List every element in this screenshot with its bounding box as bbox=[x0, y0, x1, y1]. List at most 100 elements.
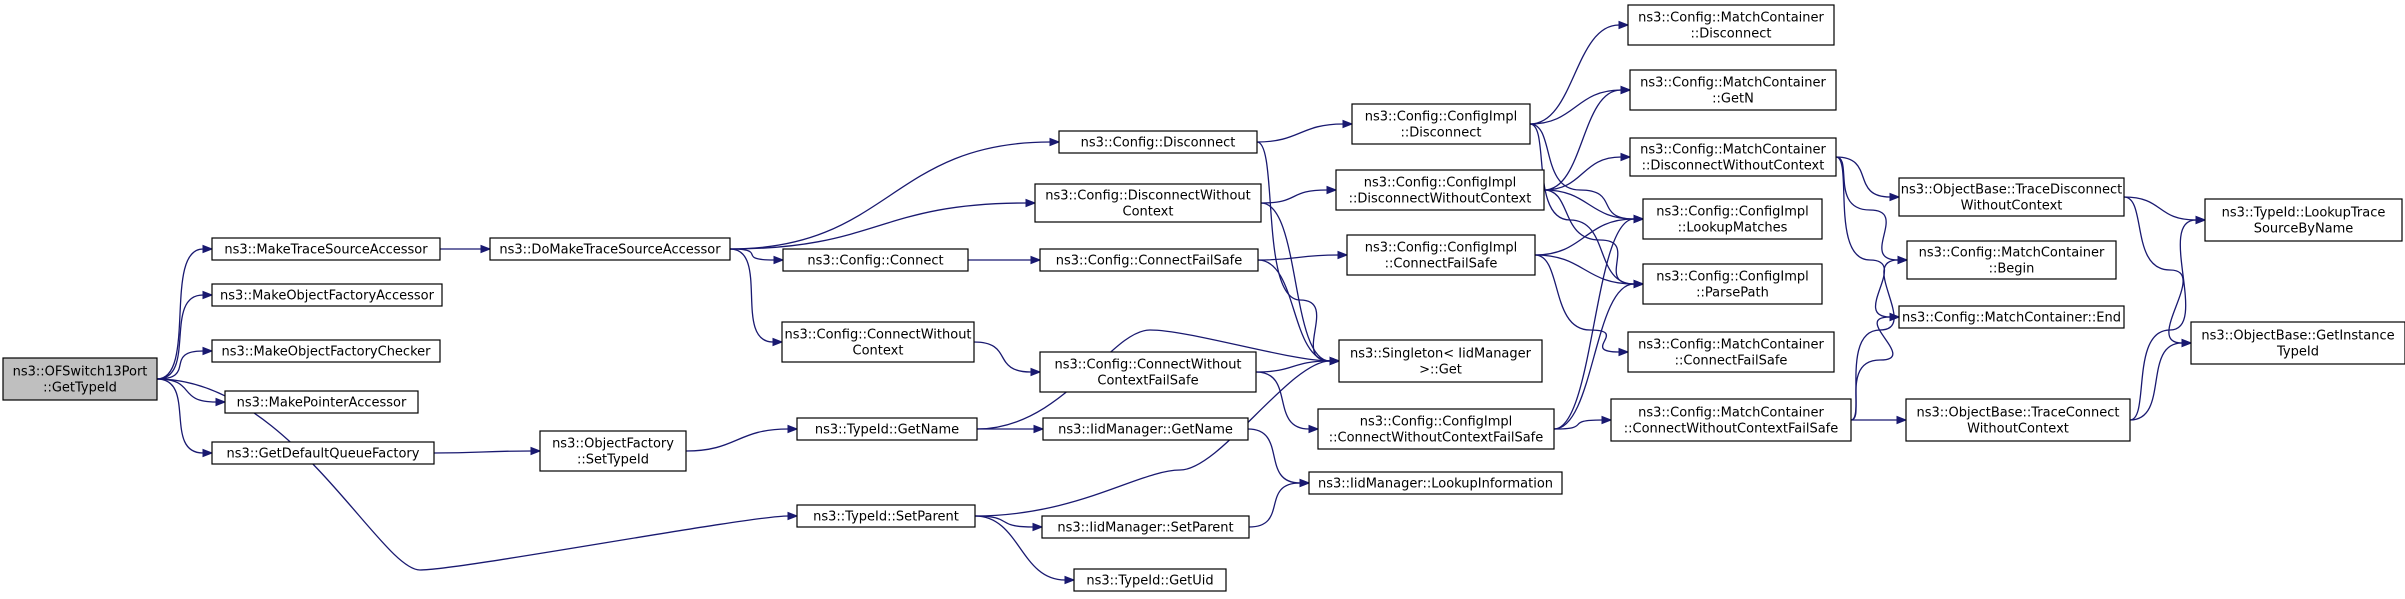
edge-arrowhead bbox=[1889, 312, 1901, 322]
node-cdwc[interactable]: ns3::Config::DisconnectWithoutContext bbox=[1034, 183, 1262, 223]
node-label: ::GetTypeId bbox=[43, 381, 117, 396]
node-box bbox=[781, 321, 975, 363]
node-dmtsa[interactable]: ns3::DoMakeTraceSourceAccessor bbox=[489, 237, 731, 261]
edge-line bbox=[1543, 189, 1635, 220]
edge-line bbox=[1835, 156, 1891, 318]
node-root[interactable]: ns3::OFSwitch13Port::GetTypeId bbox=[2, 357, 158, 401]
node-ofst[interactable]: ns3::ObjectFactory::SetTypeId bbox=[539, 430, 687, 472]
node-label: WithoutContext bbox=[1967, 422, 2069, 437]
node-mofc[interactable]: ns3::MakeObjectFactoryChecker bbox=[211, 339, 441, 363]
node-label: ns3::TypeId::SetParent bbox=[813, 510, 959, 525]
edge-arrowhead bbox=[2195, 215, 2207, 225]
node-ccwcfs[interactable]: ns3::Config::ConnectWithoutContextFailSa… bbox=[1039, 351, 1257, 393]
node-box bbox=[1039, 248, 1259, 272]
edge-ccwcfs-to-cicwcfs bbox=[1255, 371, 1320, 434]
node-sget[interactable]: ns3::Singleton< IidManager >::Get bbox=[1338, 339, 1543, 383]
node-box bbox=[1642, 263, 1823, 305]
edge-line bbox=[1835, 156, 1891, 198]
node-tgu[interactable]: ns3::TypeId::GetUid bbox=[1073, 568, 1227, 592]
node-tgn[interactable]: ns3::TypeId::GetName bbox=[796, 417, 978, 441]
node-obtcwc[interactable]: ns3::ObjectBase::TraceConnectWithoutCont… bbox=[1905, 398, 2131, 442]
edge-arrowhead bbox=[773, 255, 785, 265]
edge-arrowhead bbox=[530, 446, 542, 456]
edge-cid-to-cilm bbox=[1529, 123, 1645, 224]
node-cid[interactable]: ns3::Config::ConfigImpl::Disconnect bbox=[1351, 103, 1531, 145]
node-mpa[interactable]: ns3::MakePointerAccessor bbox=[224, 390, 419, 414]
edge-gdqf-to-ofst bbox=[433, 446, 542, 456]
node-mcbeg[interactable]: ns3::Config::MatchContainer::Begin bbox=[1906, 240, 2117, 280]
edge-root-to-mofc bbox=[156, 346, 214, 380]
edge-mcdwc-to-obtdwc bbox=[1835, 156, 1901, 202]
node-box bbox=[211, 441, 435, 465]
node-ccon[interactable]: ns3::Config::Connect bbox=[782, 248, 969, 272]
node-label: ::ConnectFailSafe bbox=[1675, 354, 1788, 369]
node-mcend[interactable]: ns3::Config::MatchContainer::End bbox=[1898, 305, 2125, 329]
node-obtdwc[interactable]: ns3::ObjectBase::TraceDisconnectWithoutC… bbox=[1898, 177, 2125, 217]
node-label: ns3::Config::ConfigImpl bbox=[1365, 241, 1518, 256]
edge-line bbox=[1543, 89, 1622, 191]
node-ccfs[interactable]: ns3::Config::ConnectFailSafe bbox=[1039, 248, 1259, 272]
edge-imsp-to-imli bbox=[1248, 478, 1311, 528]
edge-line bbox=[1553, 419, 1603, 430]
node-mcdwc[interactable]: ns3::Config::MatchContainer::DisconnectW… bbox=[1629, 137, 1837, 177]
node-mccwcfs[interactable]: ns3::Config::MatchContainer::ConnectWith… bbox=[1610, 398, 1852, 442]
edge-arrowhead bbox=[1601, 415, 1613, 425]
node-tsp[interactable]: ns3::TypeId::SetParent bbox=[796, 504, 976, 528]
node-cipp[interactable]: ns3::Config::ConfigImpl::ParsePath bbox=[1642, 263, 1823, 305]
node-label: Context bbox=[1123, 205, 1174, 220]
edge-line bbox=[1260, 202, 1331, 362]
edge-line bbox=[729, 248, 775, 261]
edge-cidwc-to-cipp bbox=[1543, 189, 1645, 289]
node-box bbox=[1610, 398, 1852, 442]
edge-line bbox=[1257, 254, 1339, 261]
edge-cicwcfs-to-mccwcfs bbox=[1553, 415, 1613, 430]
edge-ccwcfs-to-sget bbox=[1255, 356, 1341, 373]
node-label: ::Begin bbox=[1989, 262, 2035, 277]
node-imsp[interactable]: ns3::IidManager::SetParent bbox=[1041, 515, 1250, 539]
node-gdqf[interactable]: ns3::GetDefaultQueueFactory bbox=[211, 441, 435, 465]
node-label: ns3::ObjectBase::TraceDisconnect bbox=[1901, 183, 2123, 198]
node-mcgn[interactable]: ns3::Config::MatchContainer::GetN bbox=[1629, 69, 1837, 111]
node-label: ns3::Config::MatchContainer bbox=[1638, 338, 1824, 353]
edge-line bbox=[974, 515, 1066, 581]
node-box bbox=[1905, 398, 2131, 442]
node-label: ns3::Config::ConfigImpl bbox=[1364, 176, 1517, 191]
edge-line bbox=[729, 248, 774, 343]
node-imgn[interactable]: ns3::IidManager::GetName bbox=[1042, 417, 1249, 441]
node-cicwcfs[interactable]: ns3::Config::ConfigImpl::ConnectWithoutC… bbox=[1317, 408, 1555, 450]
edge-arrowhead bbox=[1633, 214, 1645, 224]
node-cicfs[interactable]: ns3::Config::ConfigImpl::ConnectFailSafe bbox=[1346, 234, 1536, 276]
edge-mccwcfs-to-mcend bbox=[1850, 312, 1901, 421]
node-label: WithoutContext bbox=[1961, 199, 2063, 214]
node-label: ns3::Config::ConnectWithout bbox=[784, 328, 971, 343]
edge-line bbox=[1850, 316, 1894, 421]
edge-mtsa-to-dmtsa bbox=[440, 244, 492, 254]
edge-line bbox=[974, 360, 1331, 517]
node-cilm[interactable]: ns3::Config::ConfigImpl::LookupMatches bbox=[1642, 198, 1823, 240]
node-mofa[interactable]: ns3::MakeObjectFactoryAccessor bbox=[211, 283, 443, 307]
node-label: ::Disconnect bbox=[1691, 27, 1772, 42]
edge-obtcwc-to-tlts bbox=[2129, 215, 2207, 421]
edge-obtcwc-to-obgit bbox=[2129, 338, 2193, 421]
edge-mcdwc-to-mcbeg bbox=[1835, 156, 1909, 265]
edge-line bbox=[1255, 371, 1310, 430]
edge-dmtsa-to-ccon bbox=[729, 248, 785, 265]
node-box bbox=[796, 504, 976, 528]
edge-imgn-to-imli bbox=[1247, 428, 1311, 488]
node-cdis[interactable]: ns3::Config::Disconnect bbox=[1058, 130, 1258, 154]
node-mcdis[interactable]: ns3::Config::MatchContainer::Disconnect bbox=[1627, 4, 1835, 46]
edge-arrowhead bbox=[1329, 356, 1341, 366]
edge-root-to-mtsa bbox=[156, 244, 214, 380]
node-mccfs[interactable]: ns3::Config::MatchContainer::ConnectFail… bbox=[1627, 331, 1835, 373]
edge-arrowhead bbox=[202, 346, 214, 356]
node-box bbox=[1041, 515, 1250, 539]
node-imli[interactable]: ns3::IidManager::LookupInformation bbox=[1308, 471, 1563, 495]
node-ccwc[interactable]: ns3::Config::ConnectWithoutContext bbox=[781, 321, 975, 363]
node-label: Context bbox=[853, 344, 904, 359]
node-mtsa[interactable]: ns3::MakeTraceSourceAccessor bbox=[211, 237, 441, 261]
node-cidwc[interactable]: ns3::Config::ConfigImpl::DisconnectWitho… bbox=[1335, 169, 1545, 211]
edge-arrowhead bbox=[215, 397, 227, 407]
